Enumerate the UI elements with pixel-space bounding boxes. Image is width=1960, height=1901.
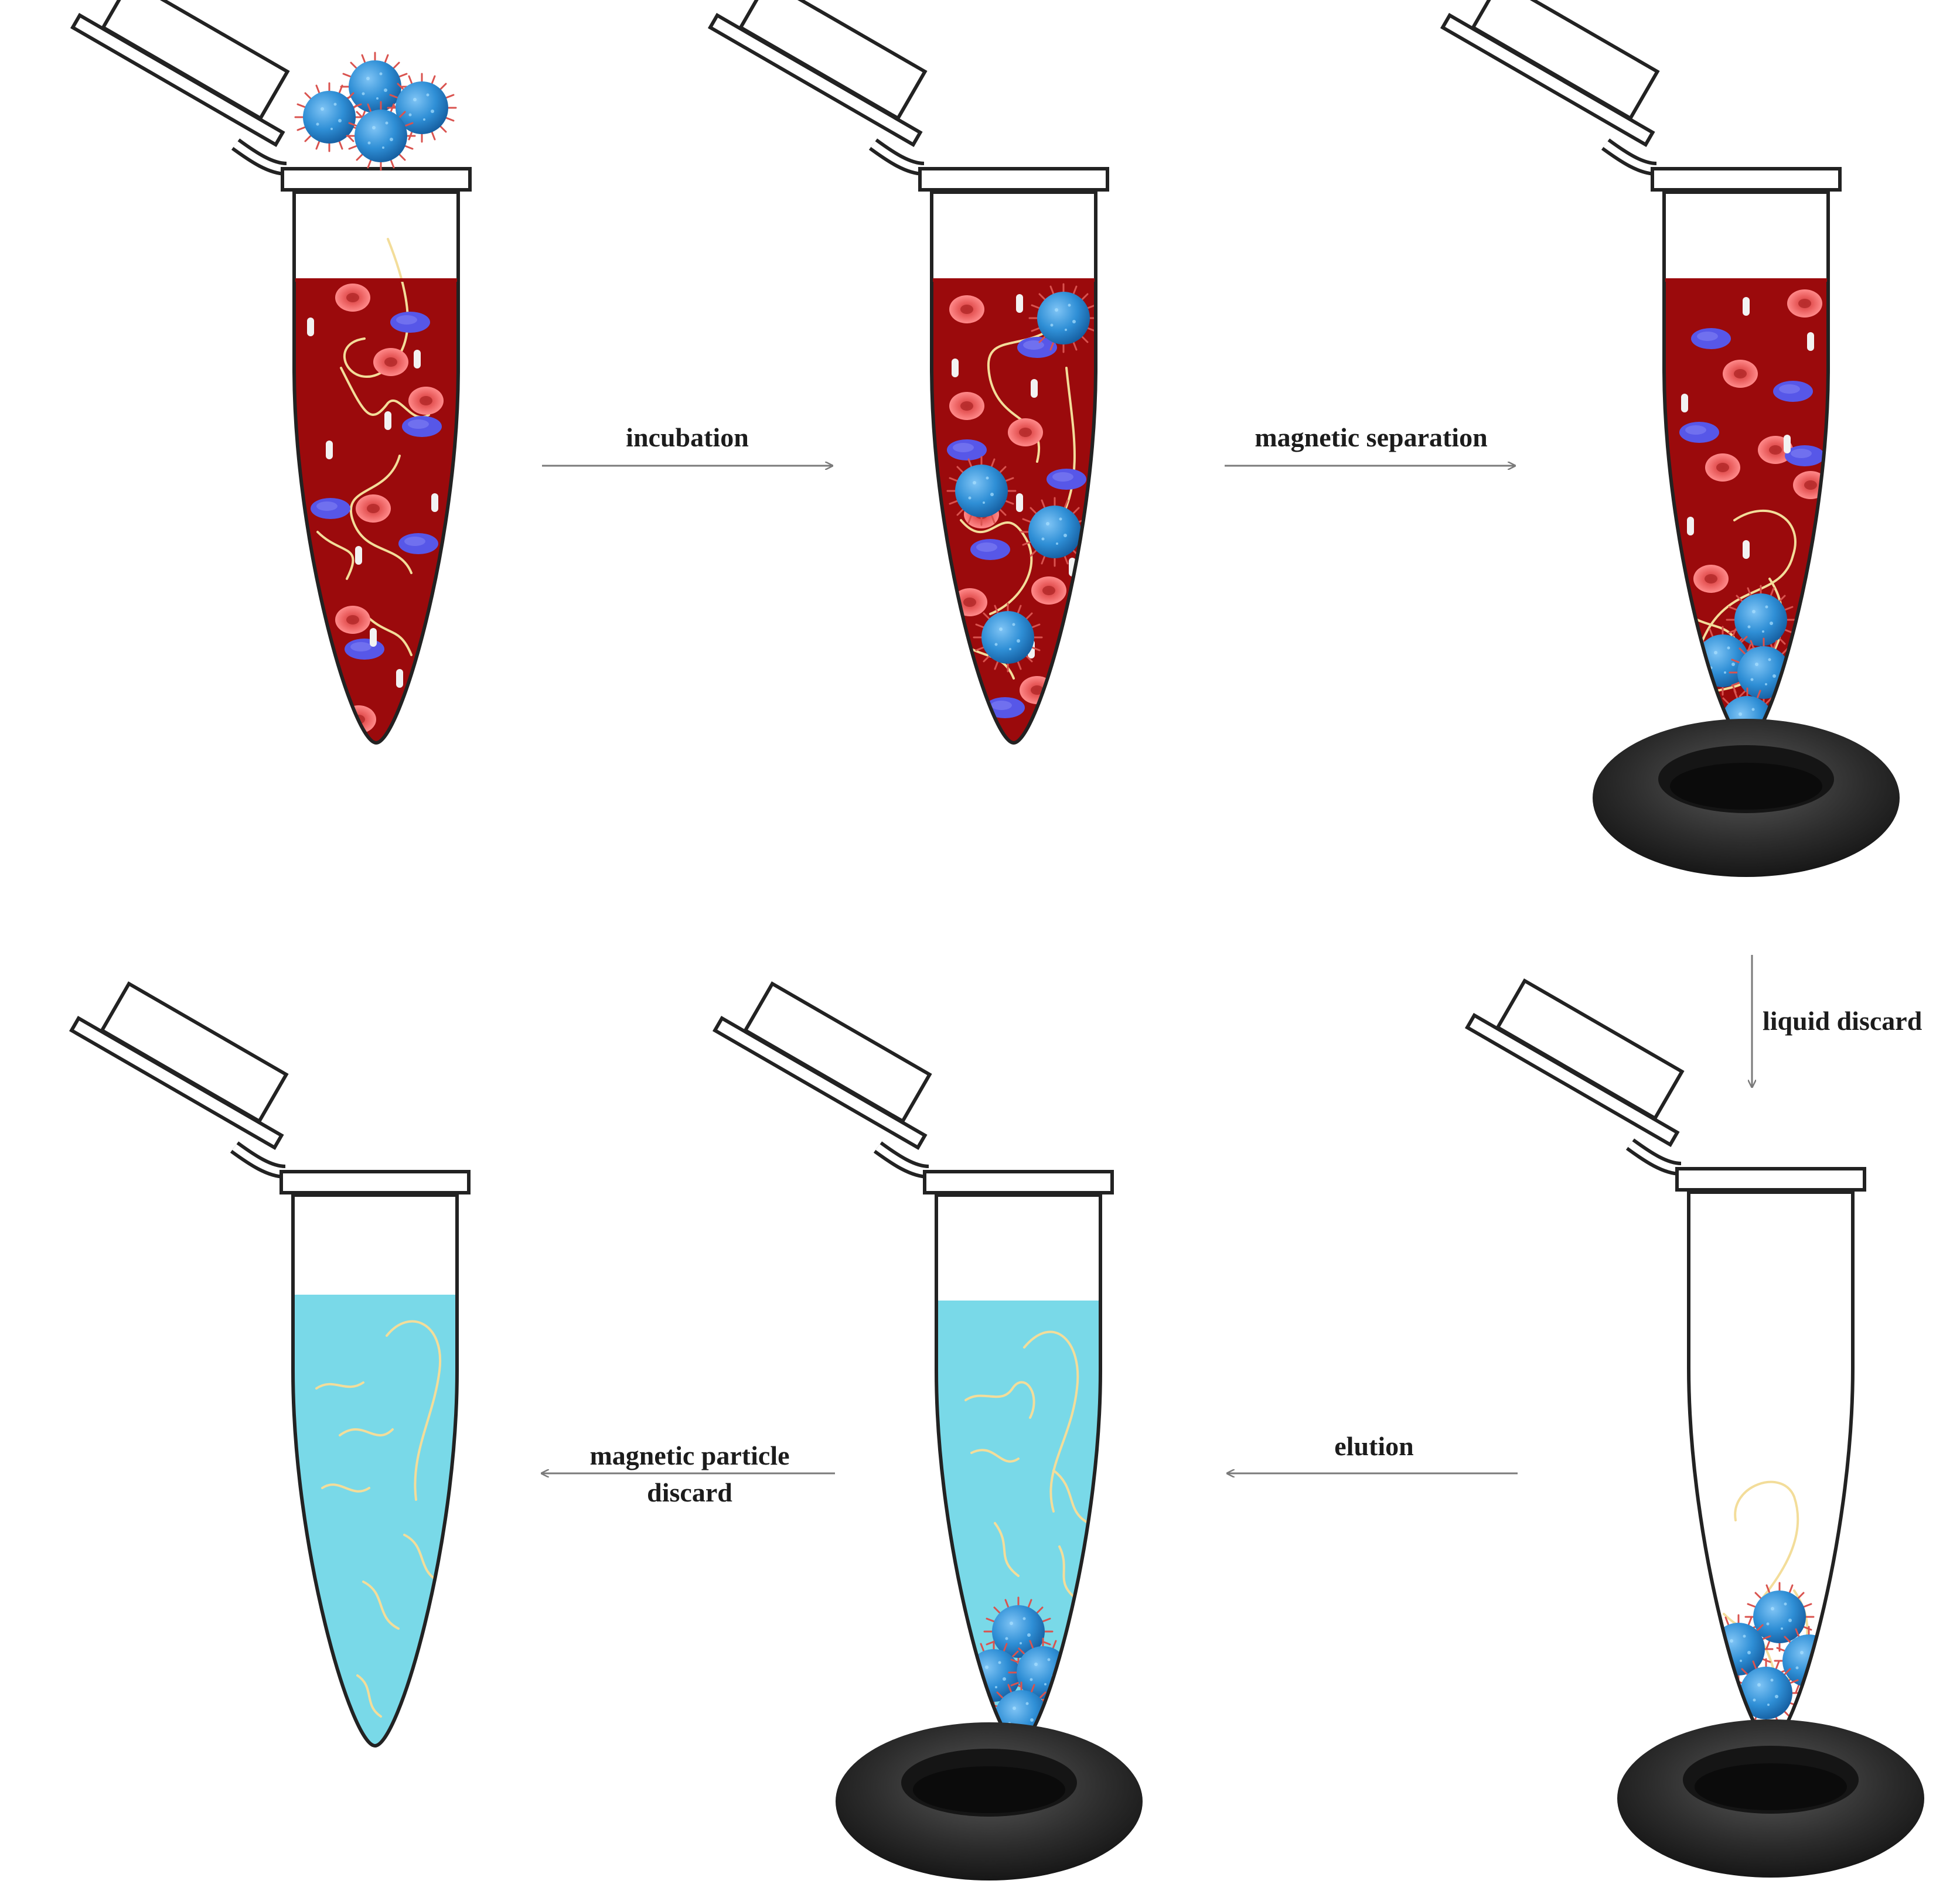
label-incubation: incubation — [626, 422, 749, 452]
tube-4-liquid-discarded — [1467, 968, 1864, 1749]
tube-5-elution — [715, 971, 1112, 1769]
arrow-magnetic-separation: magnetic separation — [1225, 422, 1515, 466]
ring-magnet-icon — [1593, 719, 1900, 877]
arrow-liquid-discard: liquid discard — [1752, 955, 1922, 1087]
arrow-elution: elution — [1228, 1431, 1518, 1473]
label-magnetic-separation: magnetic separation — [1255, 422, 1487, 452]
label-magnetic-particle-discard-line2: discard — [647, 1477, 732, 1507]
tube-2-incubated — [710, 0, 1107, 764]
label-magnetic-particle-discard-line1: magnetic particle — [589, 1441, 789, 1470]
label-liquid-discard: liquid discard — [1763, 1006, 1922, 1036]
ring-magnet-icon — [1617, 1719, 1924, 1878]
tube-6-final-eluate — [71, 971, 469, 1763]
ring-magnet-icon — [836, 1722, 1143, 1880]
arrow-incubation: incubation — [542, 422, 832, 466]
magnetic-bead-icon — [294, 52, 457, 171]
label-elution: elution — [1334, 1431, 1413, 1461]
arrow-magnetic-particle-discard: magnetic particle discard — [542, 1441, 835, 1507]
tube-3-magnetic-separation — [1443, 0, 1840, 756]
